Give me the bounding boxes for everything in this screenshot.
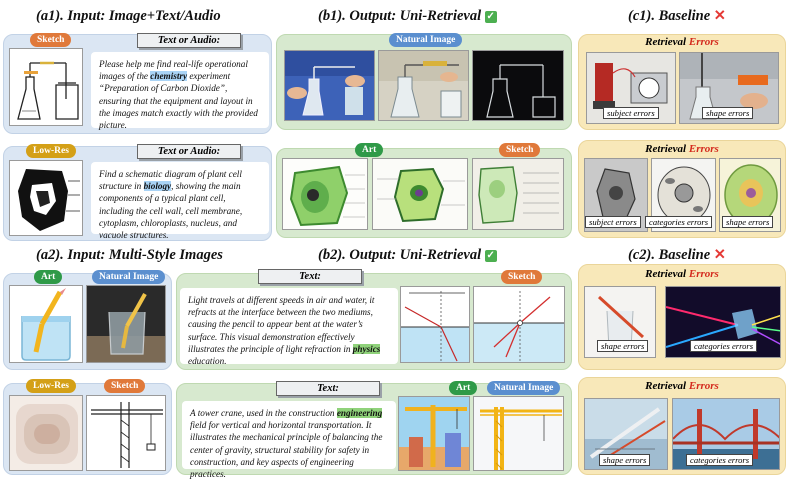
- heading-b1: (b1). Output: Uni-Retrieval ✓: [318, 8, 497, 24]
- baseline-title-3: Retrieval Errors: [645, 268, 719, 280]
- text-or-audio-label-2: Text or Audio:: [137, 144, 241, 159]
- cross-icon-2: ✕: [713, 247, 726, 263]
- tag-sketch: Sketch: [30, 33, 72, 47]
- tag-sketch-4: Sketch: [104, 379, 146, 393]
- lowres-crane: [9, 395, 83, 471]
- text-label: Text:: [258, 269, 362, 284]
- retrieved-art-plant-cell-2: [372, 158, 468, 230]
- tag-art: Art: [355, 143, 384, 157]
- check-icon-2: ✓: [484, 250, 497, 262]
- error-label-shape-1: shape errors: [702, 107, 754, 119]
- error-label-shape-2: shape errors: [722, 216, 774, 228]
- sketch-chemistry-apparatus: [9, 48, 83, 126]
- error-label-subject-2: subject errors: [585, 216, 641, 228]
- query-text-engineering: A tower crane, used in the construction …: [182, 401, 396, 479]
- text-or-audio-label: Text or Audio:: [137, 33, 241, 48]
- retrieved-sketch-plant-cell: [472, 158, 564, 230]
- text-label-2: Text:: [276, 381, 380, 396]
- query-text-physics: Light travels at different speeds in air…: [180, 288, 398, 366]
- baseline-title-2: Retrieval Errors: [645, 143, 719, 155]
- error-label-categories-2: categories errors: [645, 216, 713, 228]
- tag-sketch-2: Sketch: [499, 143, 541, 157]
- retrieved-art-plant-cell-1: [282, 158, 368, 230]
- error-label-shape-4: shape errors: [599, 454, 651, 466]
- error-label-shape-3: shape errors: [597, 340, 649, 352]
- error-label-categories-4: categories errors: [686, 454, 754, 466]
- baseline-title-4: Retrieval Errors: [645, 380, 719, 392]
- check-icon: ✓: [484, 11, 497, 23]
- query-text-chemistry: Please help me find real-life operationa…: [91, 52, 269, 130]
- retrieved-photo-chemistry-2: [378, 50, 469, 121]
- heading-a1: (a1). Input: Image+Text/Audio: [36, 8, 221, 24]
- heading-c2: (c2). Baseline ✕: [628, 247, 726, 263]
- error-label-subject-1: subject errors: [603, 107, 659, 119]
- error-label-categories-3: categories errors: [690, 340, 758, 352]
- tag-lowres-2: Low-Res: [26, 379, 76, 393]
- retrieved-photo-crane: [473, 396, 564, 471]
- art-pencil-in-water: [9, 285, 83, 363]
- sketch-crane: [86, 395, 166, 471]
- tag-art-3: Art: [449, 381, 478, 395]
- tag-sketch-3: Sketch: [501, 270, 543, 284]
- retrieved-refraction-diagram-1: [400, 286, 470, 363]
- baseline-title-1: Retrieval Errors: [645, 36, 719, 48]
- cross-icon: ✕: [713, 8, 726, 24]
- query-text-biology: Find a schematic diagram of plant cell s…: [91, 162, 269, 240]
- heading-a2: (a2). Input: Multi-Style Images: [36, 247, 223, 263]
- tag-natural-image-2: Natural Image: [92, 270, 166, 284]
- tag-art-2: Art: [34, 270, 63, 284]
- tag-natural-image: Natural Image: [389, 33, 463, 47]
- retrieved-art-crane: [398, 396, 470, 471]
- retrieved-refraction-diagram-2: [473, 286, 565, 363]
- lowres-plant-cell: [9, 160, 83, 236]
- heading-b2: (b2). Output: Uni-Retrieval ✓: [318, 247, 497, 263]
- retrieved-photo-chemistry-3: [472, 50, 564, 121]
- retrieved-photo-chemistry-1: [284, 50, 375, 121]
- baseline-image-subject-error-1: [586, 52, 676, 124]
- tag-natural-image-3: Natural Image: [487, 381, 561, 395]
- tag-lowres: Low-Res: [26, 144, 76, 158]
- heading-c1: (c1). Baseline ✕: [628, 8, 726, 24]
- photo-pencil-in-glass: [86, 285, 166, 363]
